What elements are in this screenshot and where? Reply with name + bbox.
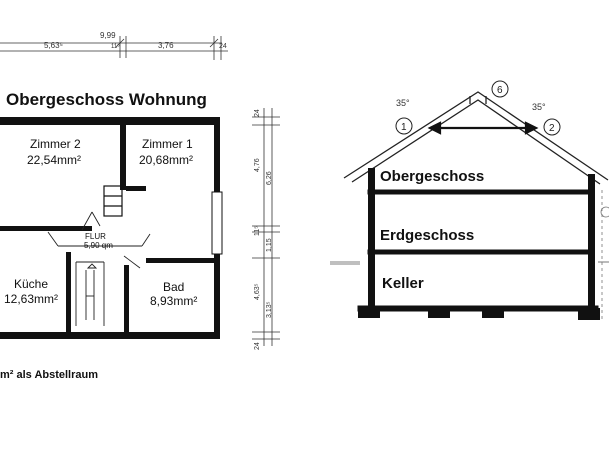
room-zimmer-1-area: 20,68mm² xyxy=(139,153,194,167)
dim-c: 3,76 xyxy=(158,41,174,50)
floorplan-walls xyxy=(0,117,223,339)
footings xyxy=(358,308,600,320)
right-dimension-chain xyxy=(252,108,280,346)
floor-label-obergeschoss: Obergeschoss xyxy=(380,168,485,185)
marker-6: 6 xyxy=(491,80,509,98)
svg-text:1: 1 xyxy=(401,122,407,133)
roof-angle-right: 35° xyxy=(532,102,546,112)
room-kueche-area: 12,63mm² xyxy=(4,292,59,306)
marker-2: 2 xyxy=(543,118,561,136)
right-edge-details xyxy=(600,190,609,320)
floor-label-keller: Keller xyxy=(382,275,424,292)
svg-text:3,13⁵: 3,13⁵ xyxy=(266,301,273,318)
dim-a: 5,63⁵ xyxy=(44,41,63,50)
dim-d: 24 xyxy=(219,43,227,50)
floorplan-title: Obergeschoss Wohnung xyxy=(6,90,207,109)
dim-total: 9,99 xyxy=(100,31,116,40)
footnote: m² als Abstellraum xyxy=(0,369,99,381)
flur-name: FLUR xyxy=(85,232,106,241)
svg-text:6,26: 6,26 xyxy=(266,171,273,185)
room-bad-area: 8,93mm² xyxy=(150,294,198,308)
svg-text:4,76: 4,76 xyxy=(254,158,261,172)
svg-text:4,63⁵: 4,63⁵ xyxy=(254,283,261,300)
attic-height-arrow xyxy=(427,121,539,135)
roof-angle-left: 35° xyxy=(396,98,410,108)
room-bad-name: Bad xyxy=(163,280,185,294)
roof xyxy=(343,91,609,185)
ground-line xyxy=(330,261,609,265)
svg-text:24: 24 xyxy=(254,342,261,350)
marker-1: 1 xyxy=(395,117,413,135)
dim-b: 11⁵ xyxy=(111,43,120,50)
door-swings xyxy=(47,211,151,326)
room-zimmer-2-area: 22,54mm² xyxy=(27,153,82,167)
room-kueche-name: Küche xyxy=(14,277,49,291)
svg-text:2: 2 xyxy=(549,123,555,134)
room-zimmer-2-name: Zimmer 2 xyxy=(30,137,81,151)
svg-text:24: 24 xyxy=(254,109,261,117)
flur-area: 5,90 qm xyxy=(84,241,113,250)
svg-text:1,15: 1,15 xyxy=(266,238,273,252)
room-zimmer-1-name: Zimmer 1 xyxy=(142,137,193,151)
floor-slabs xyxy=(357,189,599,312)
floor-label-erdgeschoss: Erdgeschoss xyxy=(380,227,475,244)
svg-text:6: 6 xyxy=(497,85,503,96)
chimney-shaft xyxy=(103,185,123,217)
svg-text:11⁵: 11⁵ xyxy=(254,226,261,236)
top-dimension-chain xyxy=(0,36,228,60)
section-walls xyxy=(368,168,595,314)
right-dimension-labels: 24 4,76 6,26 11⁵ 1,15 4,63⁵ 3,13⁵ 24 xyxy=(254,109,273,350)
